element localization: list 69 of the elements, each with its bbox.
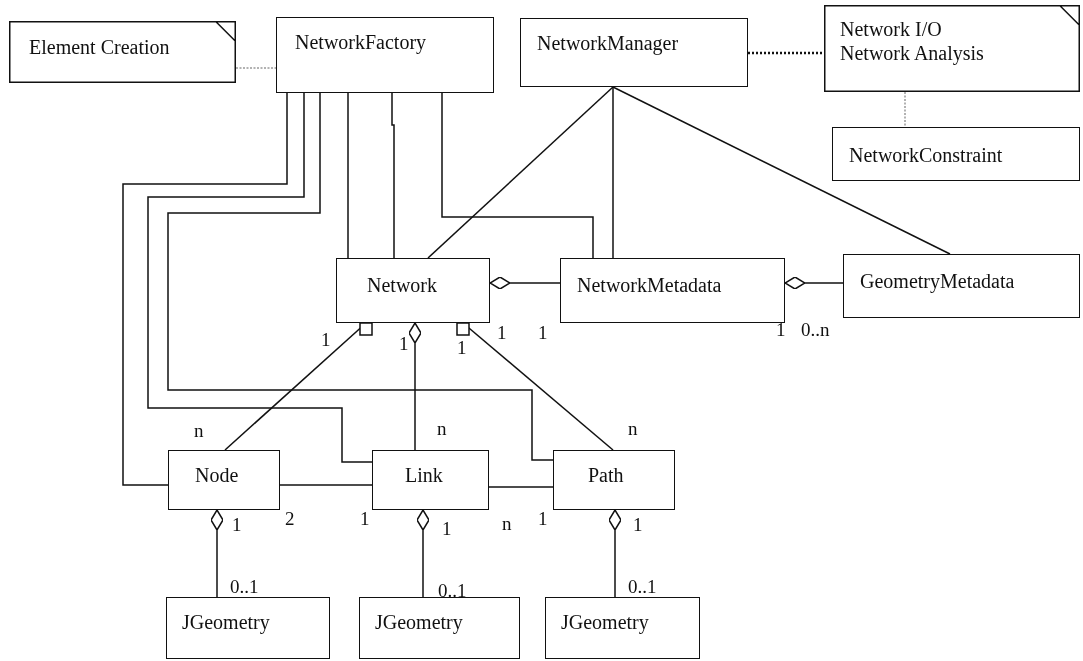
class-box (560, 258, 785, 323)
association-line (427, 86, 614, 259)
multiplicity-label: 1 (442, 519, 452, 538)
class-name: NetworkFactory (295, 30, 427, 54)
aggregation-line (210, 509, 224, 598)
multiplicity-label: n (628, 419, 638, 438)
association-line (391, 92, 395, 259)
class-name: JGeometry (561, 610, 649, 634)
association-line (441, 92, 594, 259)
multiplicity-label: 1 (776, 320, 786, 339)
class-box (168, 450, 280, 510)
class-name: JGeometry (375, 610, 463, 634)
association-line (279, 484, 373, 486)
multiplicity-label: n (502, 514, 512, 533)
class-box (359, 597, 520, 659)
class-name: Link (405, 463, 443, 487)
class-box (520, 18, 748, 87)
multiplicity-label: 1 (360, 509, 370, 528)
association-line (748, 51, 824, 55)
class-name: JGeometry (182, 610, 270, 634)
class-box (832, 127, 1080, 181)
aggregation-line (416, 509, 430, 598)
association-line (347, 92, 349, 259)
association-line (488, 486, 554, 488)
multiplicity-label: 1 (232, 515, 242, 534)
multiplicity-label: 0..1 (230, 577, 259, 596)
class-box (336, 258, 490, 323)
aggregation-line (489, 276, 561, 290)
class-name: Network (367, 273, 437, 297)
multiplicity-label: 1 (457, 338, 467, 357)
class-box (166, 597, 330, 659)
multiplicity-label: 1 (399, 334, 409, 353)
multiplicity-label: 1 (321, 330, 331, 349)
aggregation-line (784, 276, 844, 290)
association-line (167, 92, 554, 461)
association-line (456, 322, 614, 451)
note-box (9, 21, 236, 83)
class-name: Element Creation (29, 35, 170, 59)
multiplicity-label: 1 (497, 323, 507, 342)
class-box (372, 450, 489, 510)
class-name: GeometryMetadata (860, 269, 1015, 293)
association-line (122, 92, 288, 486)
association-line (224, 322, 373, 451)
class-name: Node (195, 463, 239, 487)
class-name: Network I/O Network Analysis (840, 17, 985, 65)
class-name: NetworkManager (537, 31, 679, 55)
class-name: NetworkConstraint (849, 143, 1003, 167)
class-box (843, 254, 1080, 318)
class-box (276, 17, 494, 93)
aggregation-line (608, 509, 622, 598)
multiplicity-label: n (437, 419, 447, 438)
association-line (904, 91, 906, 128)
class-name: NetworkMetadata (577, 273, 722, 297)
multiplicity-label: 1 (538, 323, 548, 342)
class-name: Path (588, 463, 624, 487)
note-box (824, 5, 1080, 92)
association-line (147, 92, 373, 463)
multiplicity-label: 0..1 (628, 577, 657, 596)
association-line (612, 86, 614, 259)
multiplicity-label: 1 (538, 509, 548, 528)
multiplicity-label: n (194, 421, 204, 440)
association-line (612, 86, 951, 255)
aggregation-line (408, 322, 422, 451)
multiplicity-label: 0..1 (438, 581, 467, 600)
class-box (553, 450, 675, 510)
multiplicity-label: 2 (285, 509, 295, 528)
multiplicity-label: 0..n (801, 320, 830, 339)
class-box (545, 597, 700, 659)
multiplicity-label: 1 (633, 515, 643, 534)
